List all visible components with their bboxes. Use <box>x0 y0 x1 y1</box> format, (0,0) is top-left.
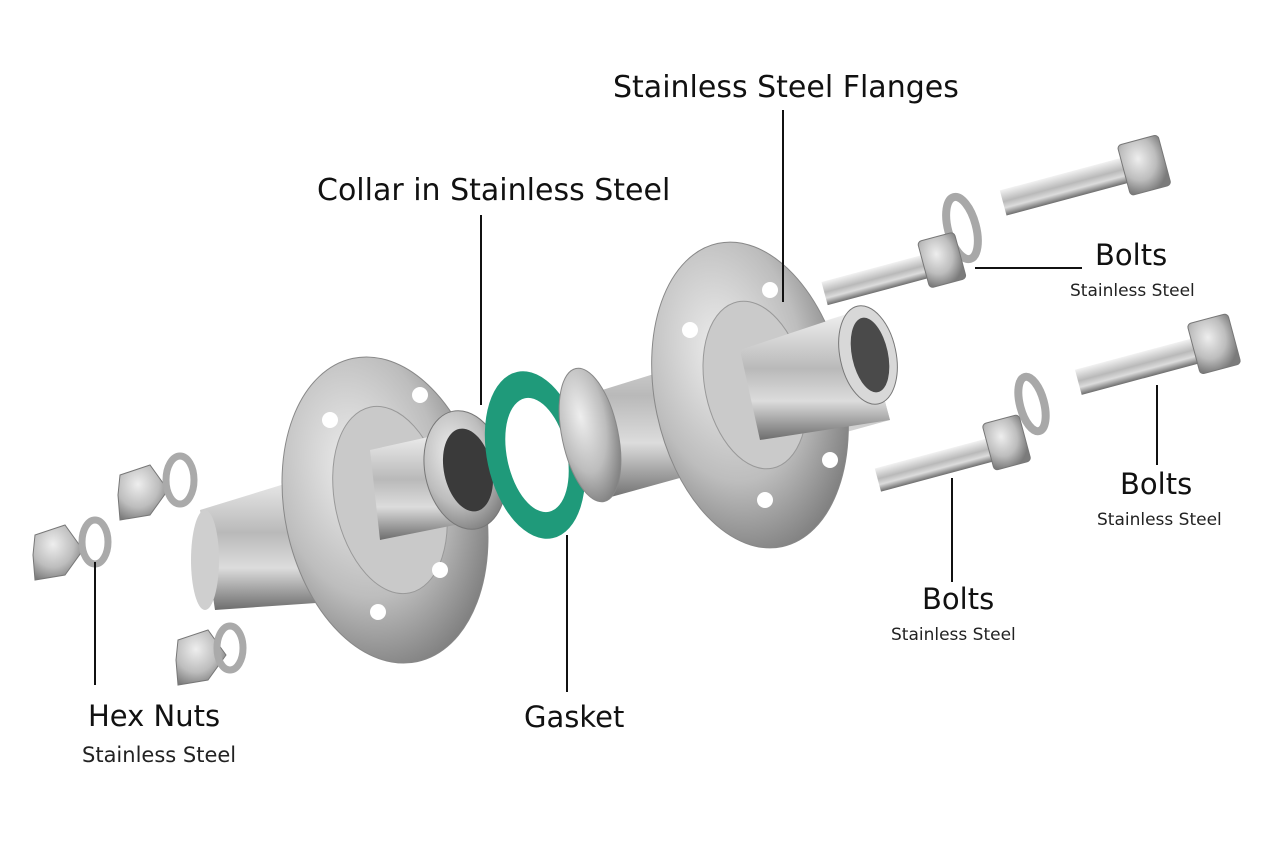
bolts-right-sub: Stainless Steel <box>1097 510 1222 530</box>
flanges-label: Stainless Steel Flanges <box>613 70 959 105</box>
bolts-bottom-title: Bolts <box>922 582 995 616</box>
bolts <box>821 135 1241 492</box>
leader-lines <box>94 110 1158 692</box>
hex-nuts <box>32 452 247 686</box>
right-flange <box>558 241 898 549</box>
gasket-label: Gasket <box>524 700 625 734</box>
hex-nuts-sub: Stainless Steel <box>82 743 237 767</box>
bolts-right-title: Bolts <box>1120 467 1193 501</box>
bolts-bottom-sub: Stainless Steel <box>891 625 1016 645</box>
bolts-top-title: Bolts <box>1095 238 1168 272</box>
collar <box>370 410 507 540</box>
bolts-top-sub: Stainless Steel <box>1070 281 1195 301</box>
collar-label: Collar in Stainless Steel <box>317 173 671 208</box>
hex-nuts-title: Hex Nuts <box>88 699 221 733</box>
